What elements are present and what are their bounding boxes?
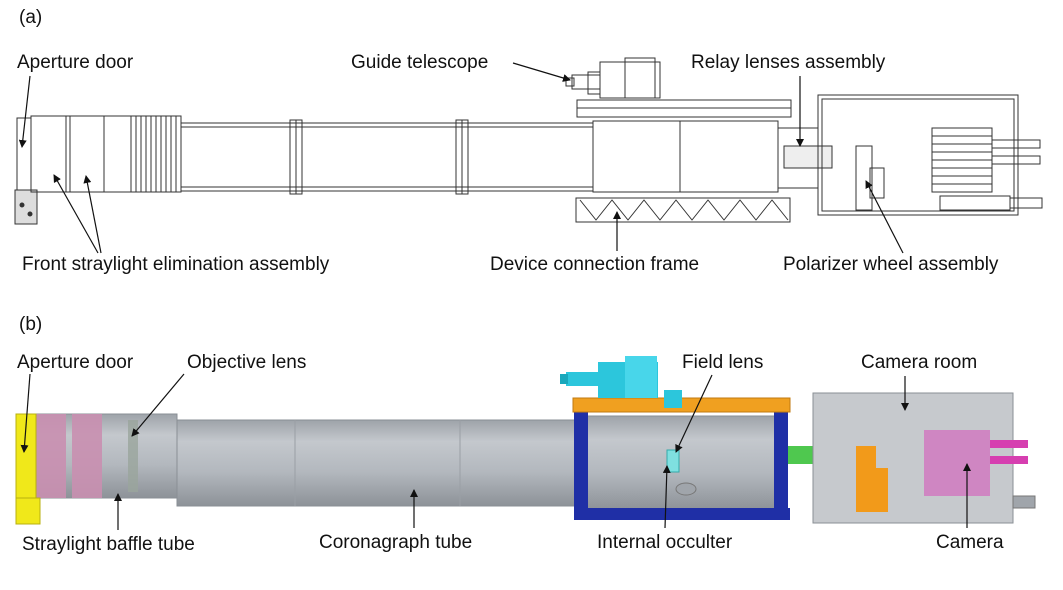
- label-b-coronagraph-tube: Coronagraph tube: [319, 532, 473, 553]
- a-aperture-door-base: [14, 189, 38, 225]
- label-b-field-lens: Field lens: [682, 352, 764, 373]
- arrow-a-guide-telescope: [512, 62, 571, 82]
- label-a-aperture-door: Aperture door: [17, 52, 134, 73]
- arrow-b-internal-occulter: [662, 465, 671, 529]
- a-camera-shape: [931, 127, 1043, 211]
- arrow-b-field-lens: [675, 374, 713, 453]
- arrow-a-polarizer-wheel: [865, 180, 904, 254]
- b-guide-telescope-shape: [560, 356, 682, 408]
- panel-b-tag: (b): [19, 314, 43, 335]
- label-a-front-straylight: Front straylight elimination assembly: [22, 254, 330, 275]
- a-device-frame-shape: [575, 197, 791, 223]
- a-guide-telescope-shape: [565, 57, 661, 99]
- a-relay-lenses-shape: [783, 145, 833, 169]
- label-a-polarizer-wheel: Polarizer wheel assembly: [783, 254, 999, 275]
- label-a-guide-telescope: Guide telescope: [351, 52, 489, 73]
- b-field-lens-shape: [666, 449, 680, 473]
- a-camera-box: [817, 94, 1019, 216]
- panel-a-arrows: [18, 62, 904, 254]
- label-a-relay-lenses: Relay lenses assembly: [691, 52, 886, 73]
- b-internal-occulter-shape: [675, 482, 697, 496]
- a-main-tube: [180, 122, 594, 192]
- label-b-straylight-baffle: Straylight baffle tube: [22, 534, 195, 555]
- a-front-straylight-shape: [30, 115, 132, 193]
- panel-a-tag: (a): [19, 7, 43, 28]
- label-a-device-frame: Device connection frame: [490, 254, 700, 275]
- arrow-a-aperture-door: [18, 75, 31, 148]
- b-objective-lens-shape: [128, 420, 138, 492]
- arrow-a-front-straylight-2: [83, 175, 102, 254]
- a-polarizer-wheel-shape: [855, 145, 873, 211]
- b-baffle-pink-1: [36, 414, 66, 498]
- b-device-frame-shape: [574, 412, 790, 520]
- label-b-internal-occulter: Internal occulter: [597, 532, 733, 553]
- arrow-b-objective-lens: [131, 373, 185, 437]
- arrow-a-front-straylight-1: [53, 174, 99, 254]
- panel-b-arrows: [20, 373, 971, 530]
- b-camera-shape: [924, 430, 990, 496]
- label-b-camera-room: Camera room: [861, 352, 978, 373]
- b-baffle-pink-2: [72, 414, 102, 498]
- panel-a-drawing: [14, 57, 1043, 225]
- arrow-b-aperture-door: [20, 373, 31, 453]
- label-b-camera: Camera: [936, 532, 1004, 553]
- label-b-objective-lens: Objective lens: [187, 352, 307, 373]
- b-coronagraph-tube-shape: [176, 419, 578, 507]
- panel-b-model: [15, 356, 1036, 525]
- label-b-aperture-door: Aperture door: [17, 352, 134, 373]
